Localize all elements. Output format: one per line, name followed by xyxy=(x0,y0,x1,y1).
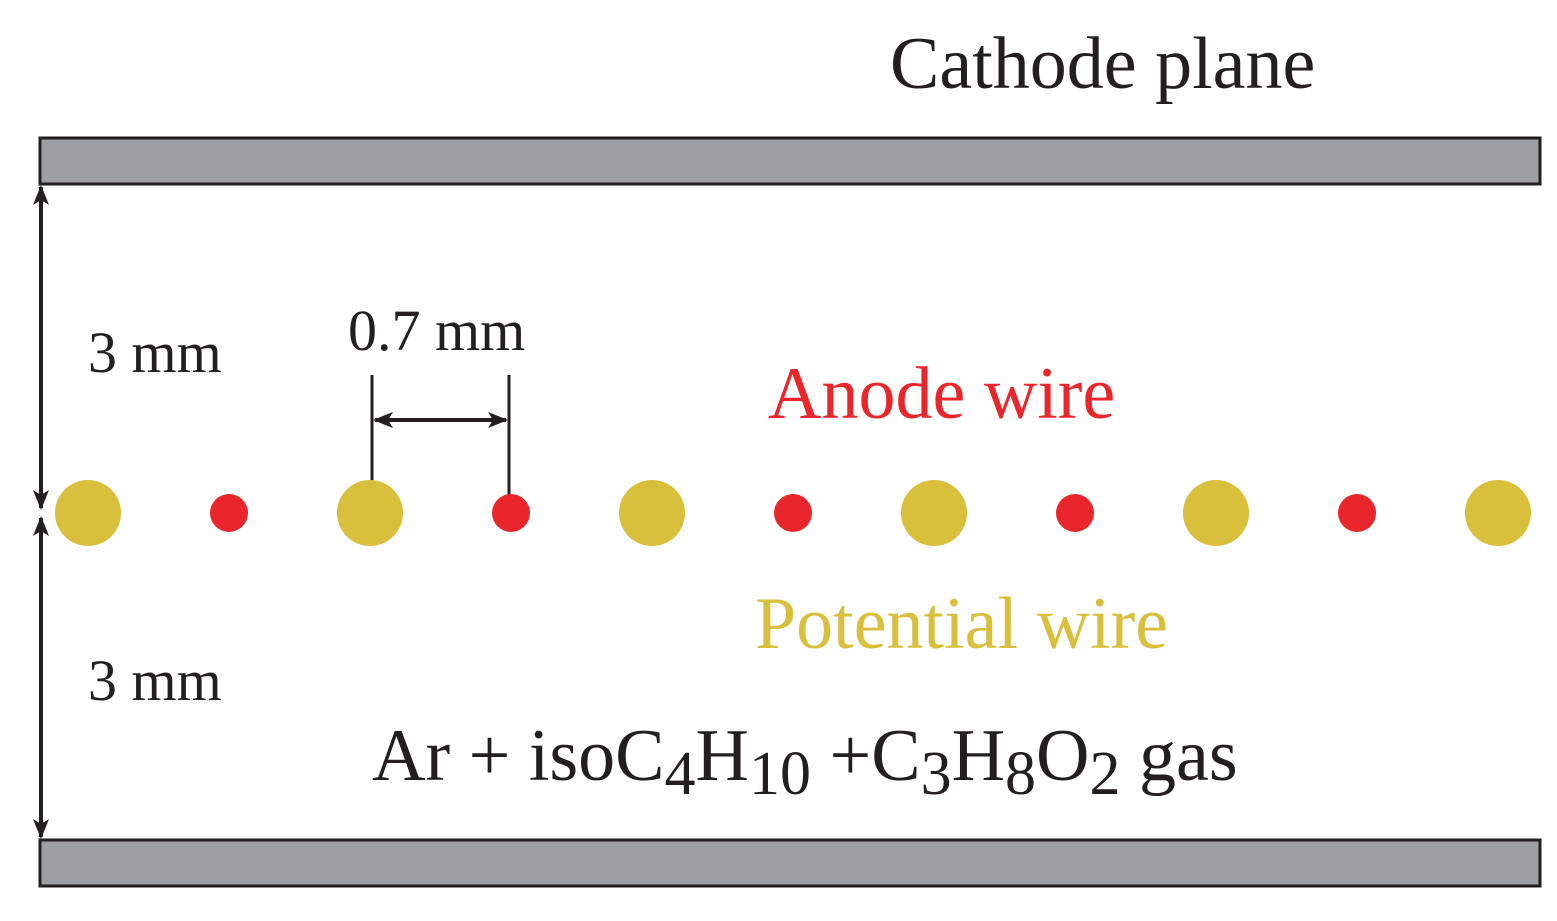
wire-row xyxy=(55,480,1531,546)
gas-mixture-label: Ar + isoC4H10 +C3H8O2 gas xyxy=(372,715,1238,808)
gas-formula-text: H xyxy=(696,715,749,797)
potential-wire xyxy=(1183,480,1249,546)
anode-wire-label: Anode wire xyxy=(768,353,1115,435)
potential-wire xyxy=(337,480,403,546)
gas-formula-subscript: 8 xyxy=(1005,740,1036,808)
potential-wire xyxy=(619,480,685,546)
cathode-plane-top xyxy=(38,136,1542,186)
potential-wire xyxy=(1465,480,1531,546)
gas-formula-subscript: 10 xyxy=(749,740,811,808)
anode-wire xyxy=(1338,494,1376,532)
potential-wire xyxy=(55,480,121,546)
gas-formula-subscript: 3 xyxy=(921,740,952,808)
gas-formula-text: H xyxy=(952,715,1005,797)
top-gap-label: 3 mm xyxy=(88,320,222,385)
bottom-gap-label: 3 mm xyxy=(88,648,222,713)
potential-wire xyxy=(901,480,967,546)
cathode-plane-bottom xyxy=(38,838,1542,888)
anode-wire xyxy=(492,494,530,532)
pitch-label: 0.7 mm xyxy=(348,298,525,363)
gas-formula-text: +C xyxy=(811,715,921,797)
gas-formula-text: O xyxy=(1036,715,1089,797)
anode-wire xyxy=(1056,494,1094,532)
gas-formula-text: gas xyxy=(1120,715,1237,797)
anode-wire xyxy=(774,494,812,532)
gas-formula-subscript: 2 xyxy=(1089,740,1120,808)
potential-wire-label: Potential wire xyxy=(755,583,1168,665)
anode-wire xyxy=(210,494,248,532)
cathode-plane-label: Cathode plane xyxy=(890,23,1315,105)
gas-formula-text: Ar + isoC xyxy=(372,715,665,797)
gas-formula-subscript: 4 xyxy=(665,740,696,808)
